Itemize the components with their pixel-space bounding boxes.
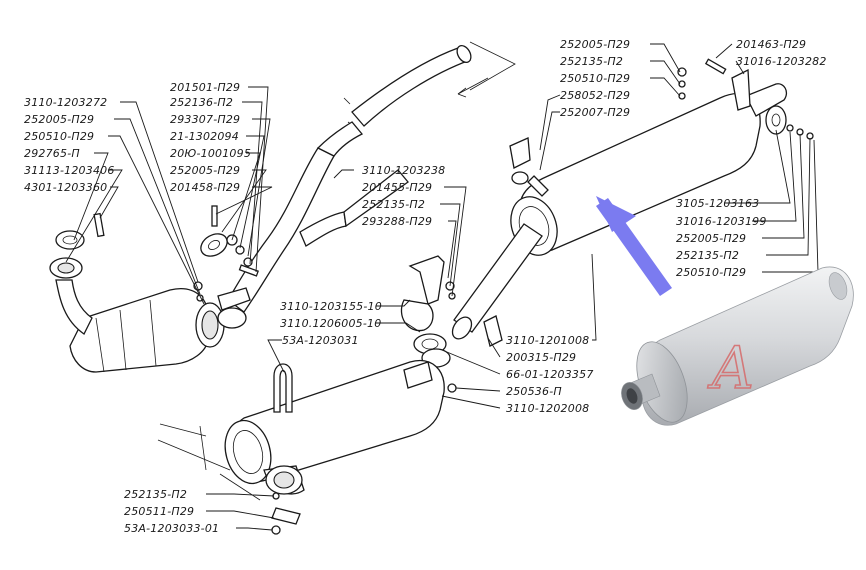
callout: 250510-П29 [24, 130, 94, 143]
callout: 252135-П2 [124, 488, 187, 501]
gasket-flange [193, 205, 259, 329]
callout: 201463-П29 [736, 38, 806, 51]
callout: 250536-П [506, 385, 562, 398]
callout: 20Ю-1001095 [170, 147, 251, 160]
callouts-middle: 3110-1203238 201455-П29 252135-П2 293288… [362, 164, 445, 228]
callout: 252135-П2 [676, 249, 739, 262]
catalytic-converter [49, 212, 225, 373]
callouts-top-right: 252005-П29 252135-П2 250510-П29 258052-П… [560, 38, 630, 119]
callout: 66-01-1203357 [506, 368, 594, 381]
callout: 250510-П29 [560, 72, 630, 85]
callout: 292765-П [24, 147, 80, 160]
callout: 252135-П2 [362, 198, 425, 211]
callout: 200315-П29 [506, 351, 576, 364]
callouts-far-right-top: 201463-П29 31016-1203282 [736, 38, 827, 68]
callouts-lower-middle: 3110-1203155-10 3110.1206005-10 53А-1203… [280, 300, 382, 347]
callout: 252007-П29 [560, 106, 630, 119]
callout: 21-1302094 [170, 130, 239, 143]
hanger-bracket [400, 255, 457, 393]
front-pipe-section [343, 41, 516, 129]
callouts-lower-right: 3110-1201008 200315-П29 66-01-1203357 25… [506, 334, 594, 415]
muffler-photo [621, 266, 854, 426]
callout: 201455-П29 [362, 181, 432, 194]
callout: 252135-П2 [560, 55, 623, 68]
callout: 252005-П29 [560, 38, 630, 51]
callouts-bottom: 252135-П2 250511-П29 53А-1203033-01 [124, 488, 219, 535]
callout: 53А-1203033-01 [124, 522, 219, 535]
callout: 3110.1206005-10 [280, 317, 381, 330]
callout: 53А-1203031 [282, 334, 359, 347]
callout: 252136-П2 [170, 96, 233, 109]
callout: 31016-1203199 [676, 215, 767, 228]
callout: 201501-П29 [170, 81, 240, 94]
callout: 3110-1203272 [24, 96, 107, 109]
leader-lines [65, 43, 819, 531]
callout: 4301-1203360 [24, 181, 107, 194]
callout: 250511-П29 [124, 505, 194, 518]
callout: 252005-П29 [676, 232, 746, 245]
callout: 252005-П29 [24, 113, 94, 126]
callout: 3110-1203238 [362, 164, 445, 177]
callout: 3110-1201008 [506, 334, 589, 347]
callout: 252005-П29 [170, 164, 240, 177]
callout: 201458-П29 [170, 181, 240, 194]
letter-a-logo: A [707, 334, 754, 402]
callouts-center: 201501-П29 252136-П2 293307-П29 21-13020… [170, 81, 251, 194]
callout: 293307-П29 [170, 113, 240, 126]
front-muffler [157, 360, 445, 535]
callout: 258052-П29 [560, 89, 630, 102]
callout: 31113-1203406 [24, 164, 115, 177]
connecting-pipe [451, 223, 543, 347]
rear-muffler [509, 58, 814, 256]
callout: 3105-1203163 [676, 197, 759, 210]
callout: 31016-1203282 [736, 55, 827, 68]
arrow-icon [596, 196, 672, 296]
callouts-right: 3105-1203163 31016-1203199 252005-П29 25… [676, 197, 767, 279]
callout: 250510-П29 [676, 266, 746, 279]
callouts-left: 3110-1203272 252005-П29 250510-П29 29276… [24, 96, 115, 194]
callout: 293288-П29 [362, 215, 432, 228]
callout: 3110-1203155-10 [280, 300, 382, 313]
callout: 3110-1202008 [506, 402, 589, 415]
